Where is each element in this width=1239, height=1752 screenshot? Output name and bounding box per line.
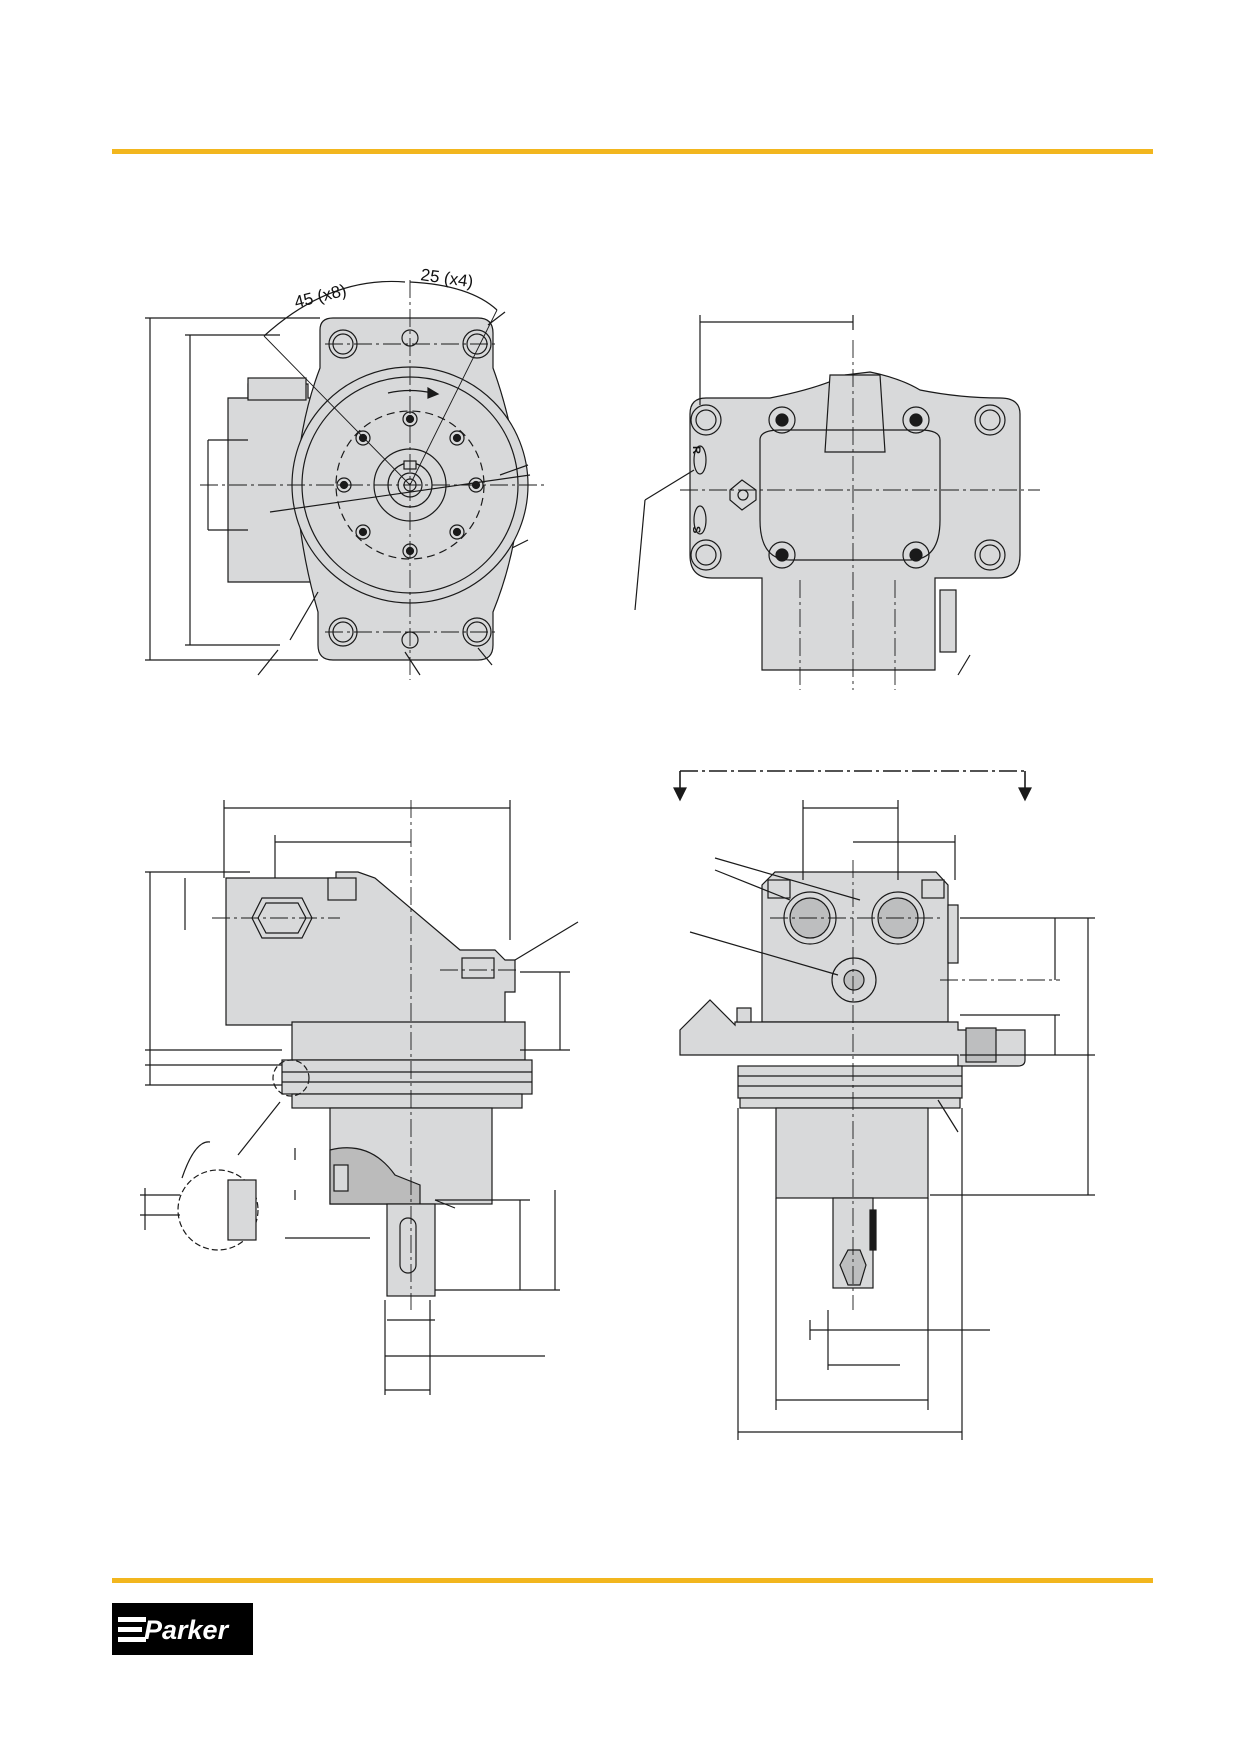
parker-logo: Parker [112,1603,253,1655]
angle-label-25: 25 (x4) [419,265,474,291]
header-rule [112,149,1153,154]
side-view-right [673,770,1095,1440]
rear-view [634,315,1040,690]
side-view [140,800,579,1395]
logo-text: Parker [144,1615,230,1645]
port-s-label: S [690,526,702,533]
port-r-label: R [690,446,702,454]
angle-label-45: 45 (x8) [292,281,348,312]
footer-rule [112,1578,1153,1583]
front-view [145,280,545,680]
